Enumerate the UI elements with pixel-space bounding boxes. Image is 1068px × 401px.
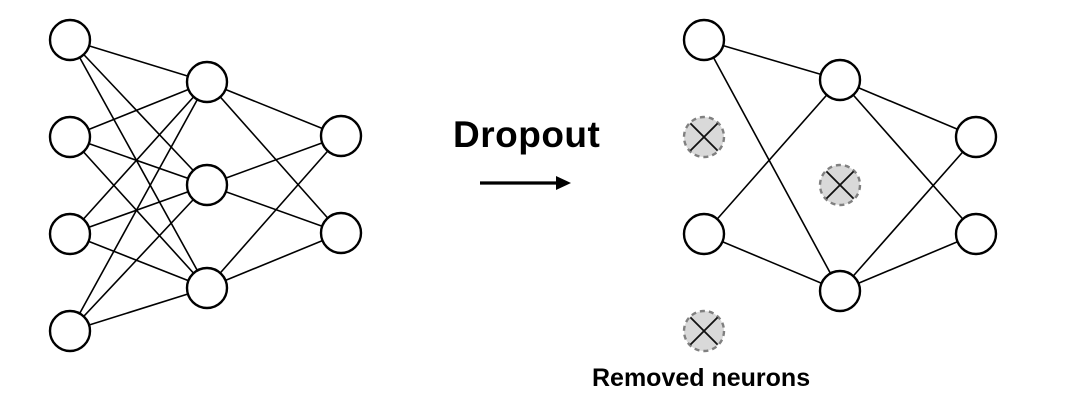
x-mark-icon: [689, 122, 719, 152]
left-edge-h3-o2: [206, 232, 342, 289]
right-edge-i3-h1: [703, 79, 841, 235]
left-edge-i4-h2: [69, 184, 208, 332]
right-edge-i1-h3: [703, 39, 841, 292]
left-edge-i2-h2: [69, 136, 208, 186]
left-neuron-i1: [48, 18, 92, 62]
right-edges: [703, 39, 977, 292]
dropout-title: Dropout: [453, 114, 601, 155]
left-edge-h1-o2: [206, 81, 342, 234]
left-edge-h2-o2: [206, 184, 342, 234]
left-edge-i1-h2: [69, 39, 208, 186]
left-neuron-i2: [48, 115, 92, 159]
right-neuron-h3: [818, 269, 862, 313]
full-network: [48, 18, 363, 353]
left-edge-i1-h3: [69, 39, 208, 289]
left-neuron-o2: [319, 211, 363, 255]
right-neurons: [682, 18, 998, 353]
left-edge-h1-o1: [206, 81, 342, 137]
left-neurons: [48, 18, 363, 353]
left-edge-i3-h3: [69, 233, 208, 289]
left-edge-i3-h2: [69, 184, 208, 235]
right-removed-neuron-i2: [682, 115, 726, 159]
right-edge-h1-o1: [839, 79, 977, 138]
x-mark-icon: [689, 316, 719, 346]
right-edge-h3-o2: [839, 233, 977, 292]
left-edge-i1-h1: [69, 39, 208, 83]
right-neuron-i3: [682, 212, 726, 256]
right-edge-i3-h3: [703, 233, 841, 292]
left-neuron-o1: [319, 114, 363, 158]
left-neuron-h3: [185, 266, 229, 310]
left-edge-h2-o1: [206, 135, 342, 186]
left-neuron-i4: [48, 309, 92, 353]
left-neuron-h2: [185, 163, 229, 207]
left-edge-i2-h3: [69, 136, 208, 289]
right-neuron-o2: [954, 212, 998, 256]
left-edge-h3-o1: [206, 135, 342, 289]
left-edges: [69, 39, 342, 332]
left-edge-i4-h1: [69, 81, 208, 332]
left-edge-i4-h3: [69, 287, 208, 332]
right-edge-h3-o1: [839, 136, 977, 292]
right-removed-neuron-h2: [818, 163, 862, 207]
right-neuron-o1: [954, 115, 998, 159]
right-edge-h1-o2: [839, 79, 977, 235]
right-neuron-h1: [818, 58, 862, 102]
removed-neurons-label: Removed neurons: [592, 364, 811, 392]
left-neuron-i3: [48, 212, 92, 256]
right-removed-neuron-i4: [682, 309, 726, 353]
right-neuron-i1: [682, 18, 726, 62]
x-mark-icon: [825, 170, 855, 200]
right-arrow-icon: [480, 176, 571, 190]
left-edge-i2-h1: [69, 81, 208, 138]
right-edge-i1-h1: [703, 39, 841, 81]
dropout-network: [682, 18, 998, 353]
left-neuron-h1: [185, 60, 229, 104]
left-edge-i3-h1: [69, 81, 208, 235]
